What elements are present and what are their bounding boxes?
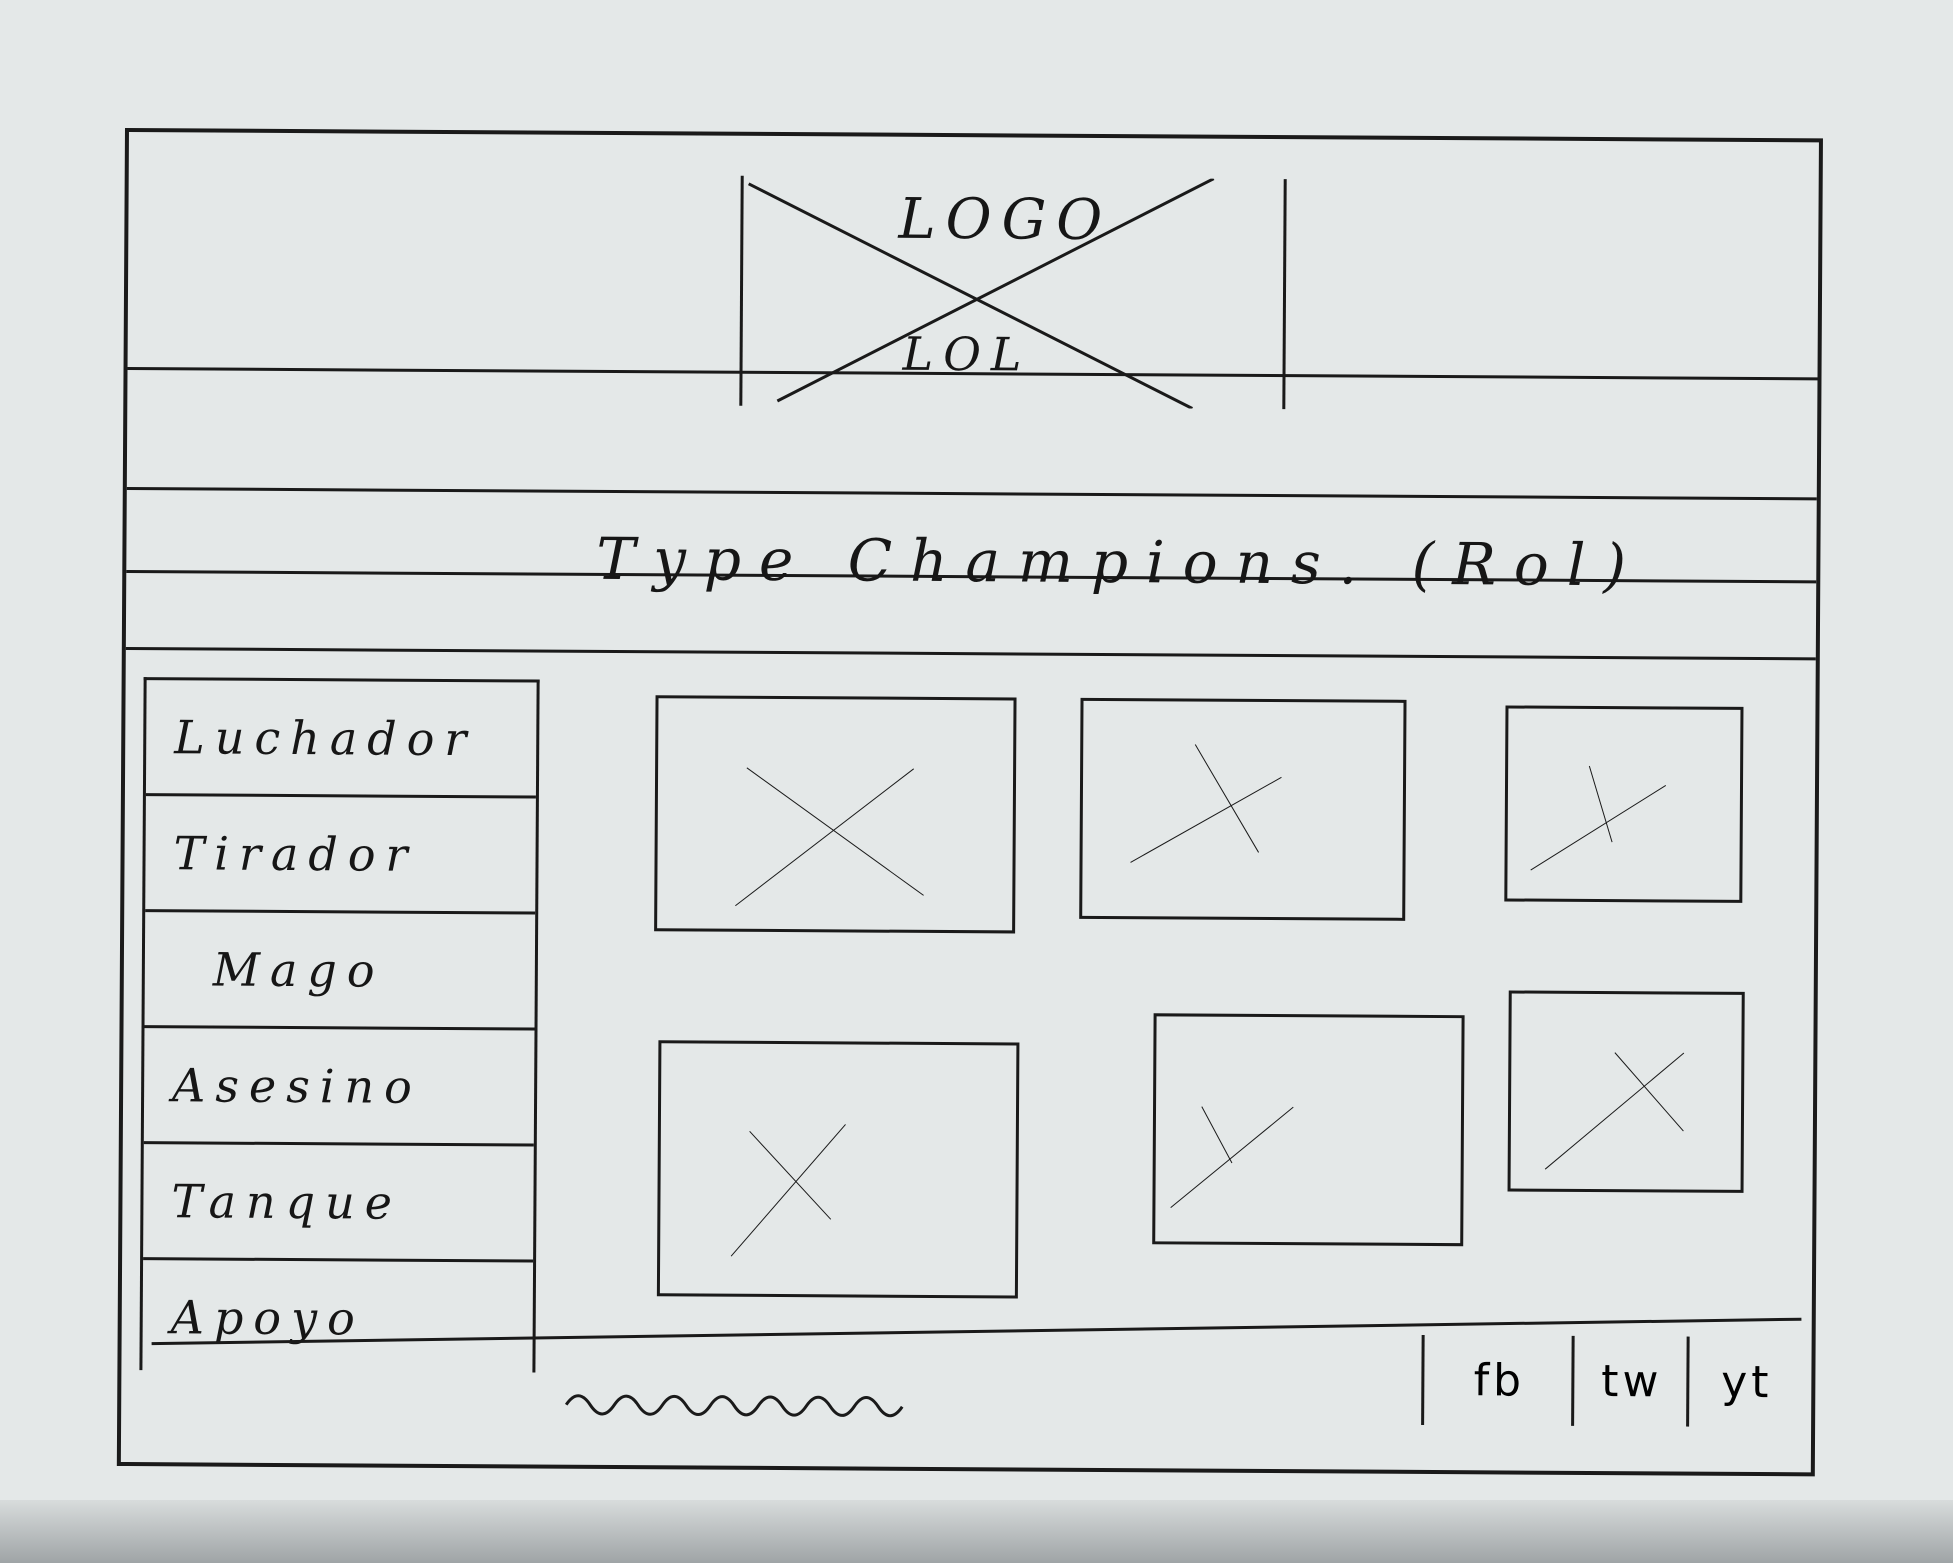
paper-shadow [0, 1500, 1953, 1563]
sidebar-item-label: Asesino [171, 1057, 423, 1114]
twitter-link[interactable]: tw [1571, 1335, 1690, 1427]
image-placeholder-icon [1511, 993, 1742, 1189]
logo-cross-icon [747, 177, 1215, 410]
sidebar-item-tirador[interactable]: Tirador [145, 796, 536, 915]
page-frame: LOGO LOL Type Champions. (Rol) Luchador … [116, 128, 1823, 1477]
section-title: Type Champions. (Rol) [596, 524, 1645, 600]
twitter-label: tw [1601, 1355, 1663, 1407]
sidebar-item-label: Mago [212, 942, 385, 998]
paper-sheet [0, 0, 1953, 1530]
champion-card-3[interactable] [1504, 705, 1744, 903]
sidebar-item-apoyo[interactable]: Apoyo [142, 1260, 533, 1375]
facebook-link[interactable]: fb [1421, 1334, 1575, 1426]
champion-card-6[interactable] [1507, 990, 1745, 1193]
logo-subtitle: LOL [902, 326, 1032, 382]
logo-placeholder[interactable]: LOGO LOL [739, 175, 1287, 410]
facebook-label: fb [1473, 1354, 1526, 1407]
sidebar-item-luchador[interactable]: Luchador [145, 680, 537, 799]
youtube-link[interactable]: yt [1686, 1336, 1805, 1428]
image-placeholder-icon [1082, 701, 1403, 918]
sidebar-item-tanque[interactable]: Tanque [143, 1144, 534, 1263]
sidebar-item-label: Luchador [174, 709, 477, 766]
youtube-label: yt [1721, 1356, 1773, 1408]
band-bottom-line [125, 647, 1816, 661]
champion-card-2[interactable] [1079, 697, 1407, 921]
logo-title: LOGO [898, 186, 1113, 254]
image-placeholder-icon [657, 698, 1013, 930]
image-placeholder-icon [660, 1043, 1017, 1295]
image-placeholder-icon [1507, 708, 1740, 899]
image-placeholder-icon [1155, 1016, 1461, 1243]
sidebar-item-label: Tirador [173, 825, 418, 882]
sidebar-item-label: Tanque [171, 1173, 403, 1230]
sidebar-item-mago[interactable]: Mago [144, 912, 536, 1031]
champion-card-1[interactable] [654, 695, 1017, 934]
sidebar-item-asesino[interactable]: Asesino [143, 1028, 535, 1147]
role-sidebar: Luchador Tirador Mago Asesino Tanque Apo… [139, 677, 540, 1375]
champion-card-5[interactable] [1152, 1013, 1465, 1247]
champion-card-4[interactable] [656, 1040, 1020, 1299]
band-top-line [126, 487, 1817, 501]
sidebar-item-label: Apoyo [170, 1289, 365, 1345]
footer-text-squiggle-icon [564, 1394, 904, 1418]
